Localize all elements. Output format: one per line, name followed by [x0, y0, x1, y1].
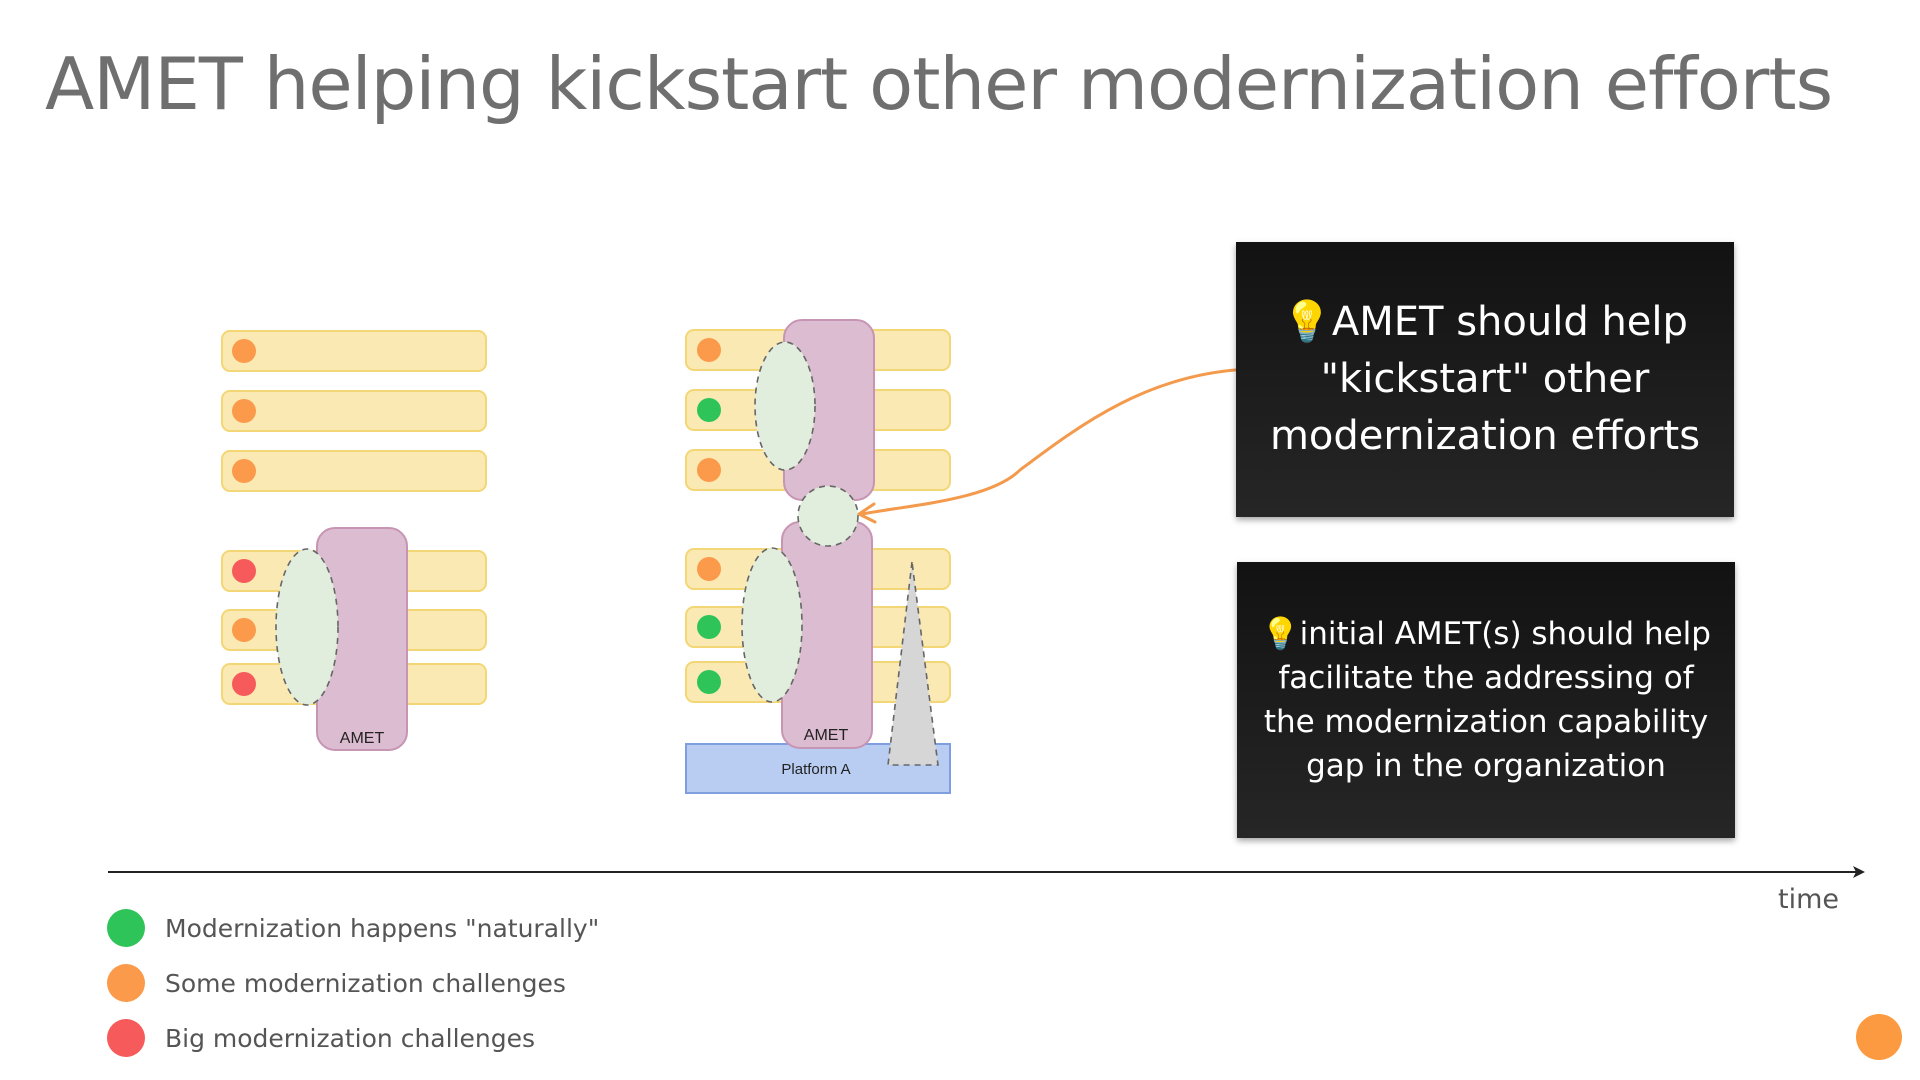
- status-dot: [232, 559, 256, 583]
- status-dot: [697, 670, 721, 694]
- lightbulb-icon: 💡: [1261, 616, 1300, 652]
- status-dot: [697, 338, 721, 362]
- callout-kickstart: 💡AMET should help "kickstart" other mode…: [1236, 242, 1734, 517]
- modernization-ellipse: [754, 341, 816, 471]
- status-dot: [697, 458, 721, 482]
- modernization-ellipse: [275, 548, 339, 706]
- amet-label: AMET: [340, 730, 385, 747]
- platform-label: Platform A: [781, 761, 850, 778]
- legend-item-natural: Modernization happens "naturally": [107, 908, 599, 948]
- status-dot: [232, 339, 256, 363]
- status-dot: [232, 459, 256, 483]
- legend-dot-red: [107, 1019, 145, 1057]
- status-dot: [697, 615, 721, 639]
- left-team-group: AMET: [221, 330, 487, 751]
- legend-dot-orange: [107, 964, 145, 1002]
- modernization-ellipse: [741, 547, 803, 703]
- amet-label: AMET: [804, 727, 849, 744]
- kickstart-circle: [797, 485, 859, 547]
- slide-title: AMET helping kickstart other modernizati…: [45, 42, 1833, 126]
- legend-item-big-challenges: Big modernization challenges: [107, 1018, 535, 1058]
- status-dot: [697, 398, 721, 422]
- status-dot: [232, 672, 256, 696]
- legend-label: Some modernization challenges: [165, 968, 566, 998]
- growth-triangle: [887, 561, 939, 766]
- time-axis-label: time: [1778, 884, 1840, 915]
- lightbulb-icon: 💡: [1282, 299, 1332, 345]
- callout-capability-gap: 💡initial AMET(s) should help facilitate …: [1237, 562, 1735, 838]
- status-dot: [232, 399, 256, 423]
- status-dot: [232, 618, 256, 642]
- callout-text: initial AMET(s) should help facilitate t…: [1263, 616, 1711, 784]
- legend-label: Modernization happens "naturally": [165, 913, 600, 943]
- right-team-group: Platform A AMET: [685, 319, 951, 794]
- status-dot: [697, 557, 721, 581]
- legend-dot-green: [107, 909, 145, 947]
- corner-accent-dot: [1856, 1014, 1902, 1060]
- team-row: [221, 450, 487, 492]
- connector-arrowhead: [857, 502, 877, 524]
- legend-label: Big modernization challenges: [165, 1023, 536, 1053]
- callout-text: AMET should help "kickstart" other moder…: [1269, 299, 1701, 459]
- team-row: [221, 330, 487, 372]
- legend-item-some-challenges: Some modernization challenges: [107, 963, 566, 1003]
- callout-connector-arrow: [861, 367, 1253, 516]
- team-row: [221, 390, 487, 432]
